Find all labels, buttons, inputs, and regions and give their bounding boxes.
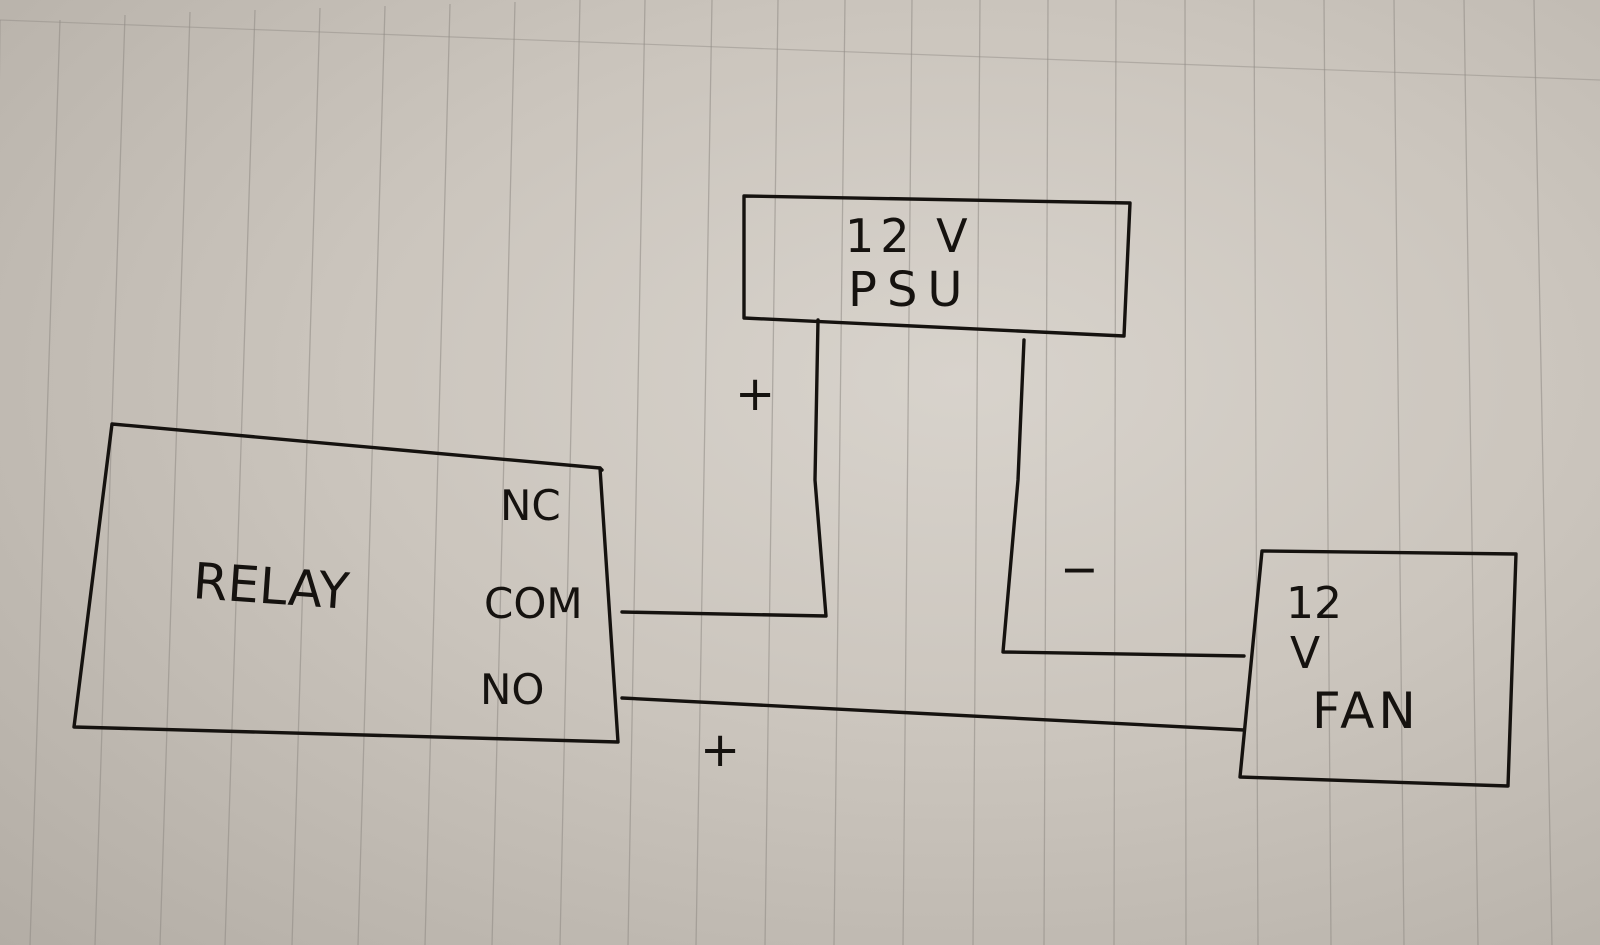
relay-terminal-com: COM (484, 579, 583, 628)
fan-positive-mark: + (700, 722, 740, 778)
fan-box: 12 V FAN (1238, 549, 1518, 788)
fan-label-voltage: 12 (1286, 578, 1342, 629)
psu-label-voltage: 12 V (845, 209, 974, 263)
relay-box: RELAY NC COM NO (72, 422, 620, 744)
paper-top-rule (0, 19, 1600, 81)
psu-box: 12 V PSU (742, 194, 1132, 338)
relay-terminal-no: NO (480, 665, 544, 714)
fan-label-name: FAN (1312, 682, 1420, 740)
psu-positive-mark: + (735, 366, 775, 422)
paper-ruling (0, 0, 1553, 945)
psu-negative-mark: − (1060, 542, 1099, 596)
wire-psu-negative-to-fan (1001, 338, 1246, 658)
relay-label: RELAY (191, 552, 351, 621)
wire-no-to-fan-positive (620, 696, 1246, 732)
fan-label-unit: V (1290, 628, 1320, 679)
wire-psu-positive-to-com (620, 318, 828, 618)
wires (620, 318, 1246, 732)
psu-label-name: PSU (848, 262, 973, 318)
polarity-marks: + − + (700, 366, 1099, 778)
relay-terminal-nc: NC (500, 481, 561, 530)
